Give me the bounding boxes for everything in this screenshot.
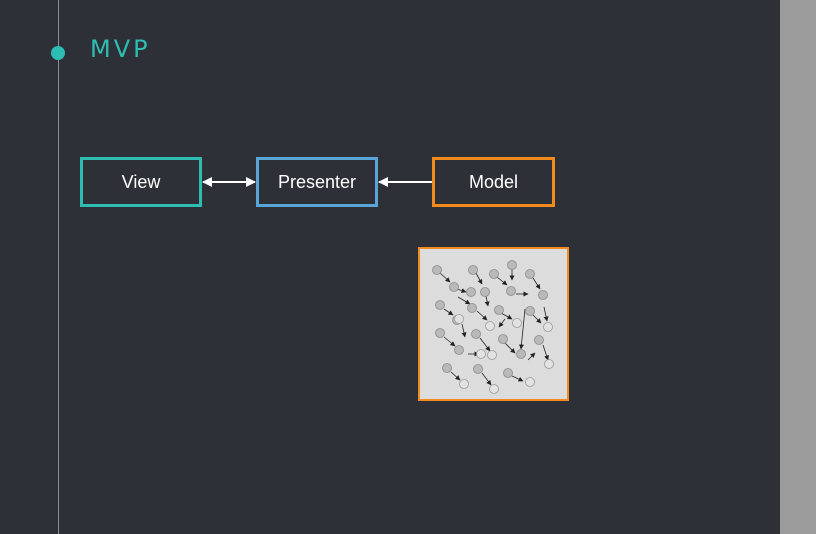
- graph-of-nodes-icon: [432, 260, 554, 394]
- scrollbar[interactable]: [780, 0, 816, 534]
- model-graph-thumbnail: [418, 247, 569, 401]
- model-box: Model: [432, 157, 555, 207]
- presenter-box: Presenter: [256, 157, 378, 207]
- slide: MVP View Presenter Model: [51, 0, 569, 534]
- timeline-dot: [51, 46, 65, 60]
- timeline-line: [58, 0, 59, 534]
- view-box: View: [80, 157, 202, 207]
- page-title: MVP: [90, 35, 151, 63]
- diagram-arrows: [202, 177, 432, 187]
